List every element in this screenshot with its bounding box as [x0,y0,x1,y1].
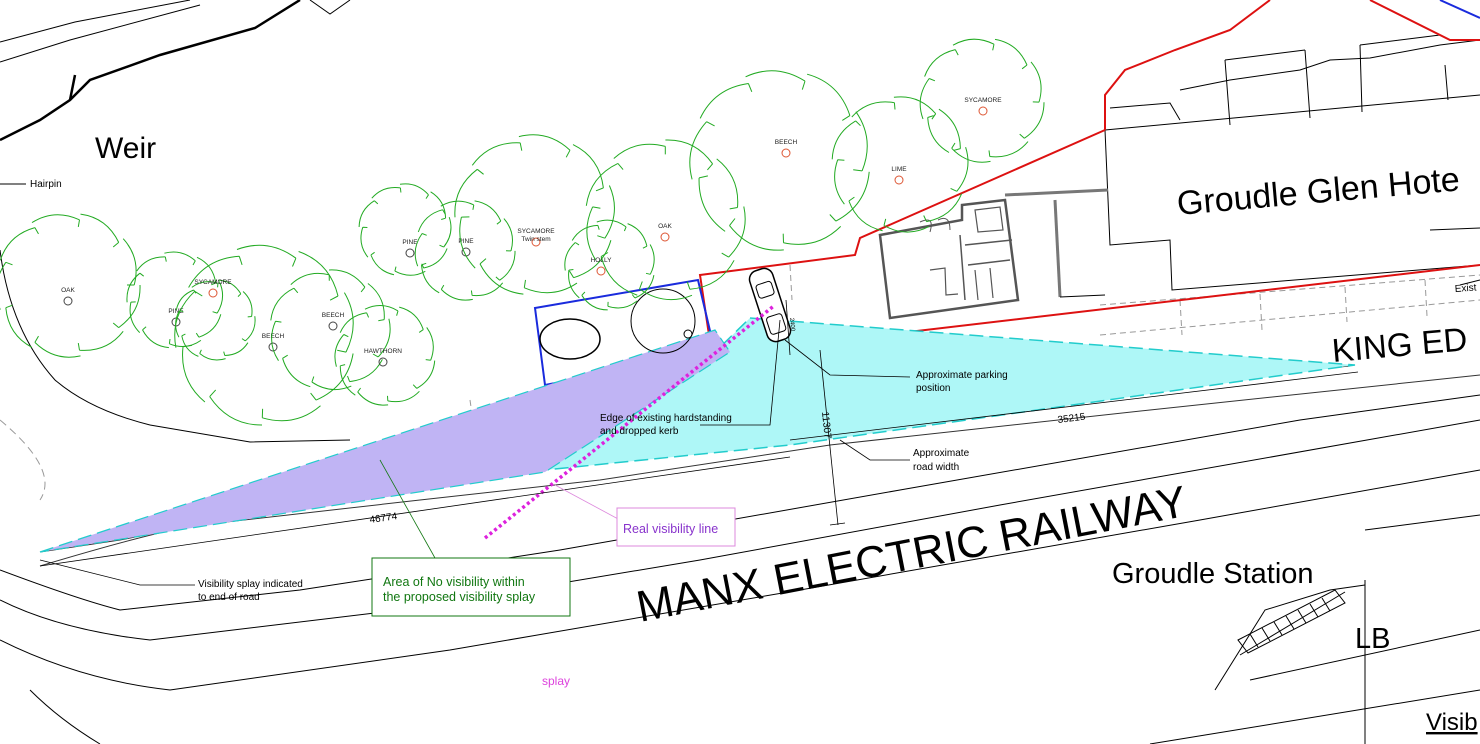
tree-trunk-icon [660,232,670,242]
tree: SYCAMORE [454,134,615,295]
tree-label: BEECH [322,312,345,319]
label-hotel: Groudle Glen Hote [1175,160,1461,223]
tree: BEECH [174,244,354,426]
tree-label: LIME [891,166,907,173]
label-lb: LB [1355,623,1390,655]
label-edge-2: and dropped kerb [600,426,679,437]
car-icon [748,267,792,343]
tree-label: BEECH [262,333,285,340]
tree-trunk-icon [378,357,388,367]
tree-label: OAK [61,287,75,294]
tree-canopy [564,219,655,311]
dimension-lines [39,299,1359,567]
tree-canopy [831,96,969,233]
tree: OAK [0,213,141,358]
label-edge-1: Edge of existing hardstanding [600,413,732,424]
tree: HAWTHORN [334,305,436,406]
no-visibility-box [371,557,571,617]
blue-box-features [539,288,696,360]
dim-46774: 46774 [369,511,399,526]
annotation-leaders [39,319,911,586]
tree-label: SYCAMORE [517,228,555,235]
visibility-splay-cyan [544,317,1356,471]
tree-canopy [175,279,256,361]
real-visibility-box [616,507,736,547]
label-parking-2: position [916,383,950,394]
label-exist: Exist [1454,282,1477,295]
tree-label: OAK [658,223,672,230]
tree: SYCAMORE [175,279,256,361]
tree-label: PINE [402,239,418,246]
tree-label: BEECH [775,139,798,146]
tree-label: HAWTHORN [364,348,402,355]
tree-trunk-icon [781,148,791,158]
label-novis-1: Area of No visibility within [383,575,525,589]
tree-canopy [454,134,615,295]
tree: BEECH [270,269,391,391]
label-novis-2: the proposed visibility splay [383,590,536,604]
label-king-ed: KING ED [1330,320,1468,369]
tree-canopy [358,183,452,276]
tree: SYCAMORE [919,38,1045,163]
dim-11307: 11307 [819,411,833,440]
tree: BEECH [689,70,870,251]
tree-trunk-icon [328,321,338,331]
tree-trunk-icon [208,288,218,298]
label-station: Groudle Station [1112,558,1314,590]
tree: PINE [126,251,224,349]
dim-car: 2400 [788,318,795,333]
tree-trunk-icon [596,266,606,276]
label-railway: MANX ELECTRIC RAILWAY [633,477,1191,632]
tree-trunk-icon [268,342,278,352]
tree-label: SYCAMORE [964,97,1002,104]
tree-label: SYCAMORE [194,279,232,286]
label-real-visibility: Real visibility line [623,522,718,536]
label-road-2: road width [913,462,959,473]
tree: PINE [358,183,452,276]
label-parking-1: Approximate parking [916,370,1008,381]
no-visibility-area [39,329,731,553]
label-hairpin: Hairpin [30,179,62,190]
tree-canopy [334,305,436,406]
tree-canopies: OAK PINE SYCAMORE BEECH BEECH HAWTHORN PINE PIN… [0,38,1045,426]
tree-canopy [414,200,516,301]
tree-trunk-icon [63,296,73,306]
tree-canopy [919,38,1045,163]
tree-trunk-icon [978,106,988,116]
label-visib: Visib [1426,709,1478,736]
house-plan [878,198,1020,320]
tree: Twin stem [521,236,550,243]
tree: HOLLY [564,219,655,311]
label-road-1: Approximate [913,448,970,459]
tree: LIME [831,96,969,233]
tree-label: HOLLY [591,257,612,264]
tree: PINE [414,200,516,301]
label-splay-1: Visibility splay indicated [198,579,303,590]
tree-trunk-icon [531,237,541,247]
dim-35215: 35215 [1057,412,1086,426]
tree-canopy [0,213,141,358]
tree-label: PINE [168,308,184,315]
label-splay: splay [542,674,570,688]
tree-canopy [270,269,391,391]
tree-trunk-icon [894,175,904,185]
tree-label: PINE [458,238,474,245]
label-splay-2: to end of road [198,592,260,603]
real-visibility-line [483,303,777,540]
label-weir: Weir [95,132,156,165]
tree-label: Twin stem [521,236,550,243]
tree-trunk-icon [405,248,415,258]
tree-canopy [689,70,870,251]
tree-canopy [174,244,354,426]
